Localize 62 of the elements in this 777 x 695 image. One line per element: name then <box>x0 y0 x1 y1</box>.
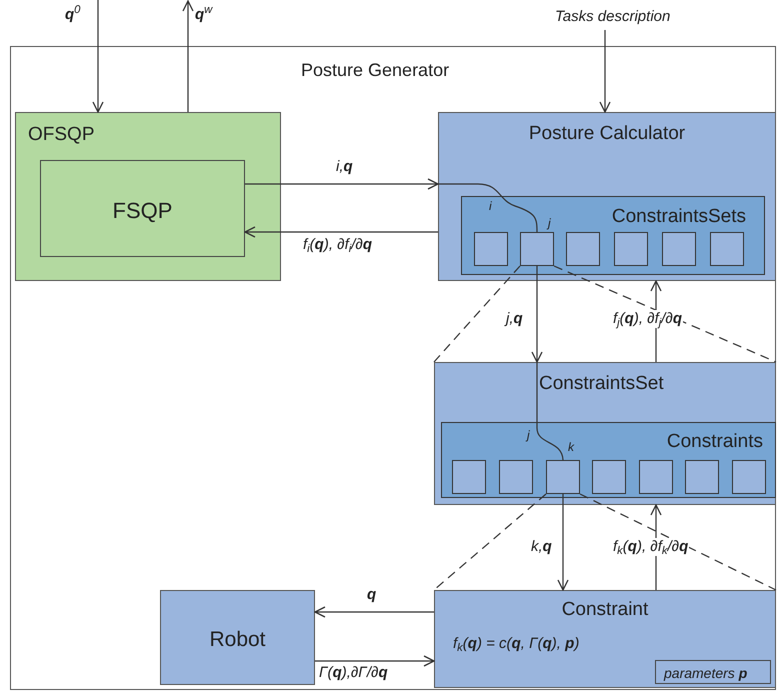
edge-label: k,q <box>530 538 553 556</box>
element-box <box>614 232 648 266</box>
index-label: k <box>568 440 574 454</box>
parameter-box <box>655 660 771 684</box>
box-title: parameters p <box>664 664 748 683</box>
box-title: FSQP <box>112 197 174 225</box>
box-title: Posture Calculator <box>528 122 686 146</box>
outer-frame <box>10 46 776 690</box>
arrow <box>531 266 543 363</box>
arrow <box>92 0 104 113</box>
edge-label: q$^{w}$ <box>194 6 214 24</box>
index-label: j <box>527 428 530 442</box>
process-box <box>15 112 281 281</box>
element-box <box>546 460 580 494</box>
connector-line <box>438 183 538 232</box>
edge-label: f$_{j}$(q), ∂f$_{j}$/∂q <box>612 310 684 328</box>
box-title: OFSQP <box>28 123 95 147</box>
process-box <box>160 590 315 685</box>
arrow <box>599 30 611 113</box>
arrow <box>314 606 434 618</box>
box-title: Constraints <box>666 430 763 454</box>
element-box <box>639 460 673 494</box>
container-box <box>461 196 765 275</box>
process-box <box>40 160 245 257</box>
box-title: Robot <box>208 627 267 653</box>
element-box <box>474 232 508 266</box>
element-box <box>499 460 533 494</box>
element-box <box>710 232 744 266</box>
box-title: Posture Generator <box>301 59 450 82</box>
container-box <box>441 422 776 498</box>
box-title: Constraint <box>560 598 650 622</box>
box-title: ConstraintsSets <box>612 205 746 229</box>
arrow <box>245 178 439 190</box>
arrow <box>557 494 569 591</box>
process-box <box>434 590 776 688</box>
index-label: i <box>489 199 492 213</box>
formula-text: f$_{k}$(q) = c(q, Γ(q), p) <box>453 634 580 656</box>
input-label: Tasks description <box>555 7 670 27</box>
edge-label: j,q <box>505 310 524 328</box>
process-box <box>438 112 776 281</box>
arrow <box>182 0 194 112</box>
edge-label: Γ(q),∂Γ/∂q <box>318 664 389 682</box>
zoom-line <box>554 265 776 363</box>
box-title: ConstraintsSet <box>539 372 664 396</box>
element-box <box>566 232 600 266</box>
arrow <box>315 655 435 667</box>
element-box <box>520 232 554 266</box>
process-box <box>434 362 776 505</box>
edge-label: q$^{0}$ <box>64 6 82 24</box>
zoom-line <box>434 494 546 590</box>
edge-label: f$_{k}$(q), ∂f$_{k}$/∂q <box>612 538 690 556</box>
element-box <box>732 460 766 494</box>
element-box <box>685 460 719 494</box>
zoom-line <box>434 266 520 362</box>
arrow <box>244 226 438 238</box>
edge-label: f$_{i}$(q), ∂f$_{i}$/∂q <box>302 236 374 254</box>
index-label: j <box>548 216 551 230</box>
element-box <box>592 460 626 494</box>
connector-line <box>536 362 564 460</box>
element-box <box>662 232 696 266</box>
element-box <box>452 460 486 494</box>
edge-label: i,q <box>335 158 354 176</box>
